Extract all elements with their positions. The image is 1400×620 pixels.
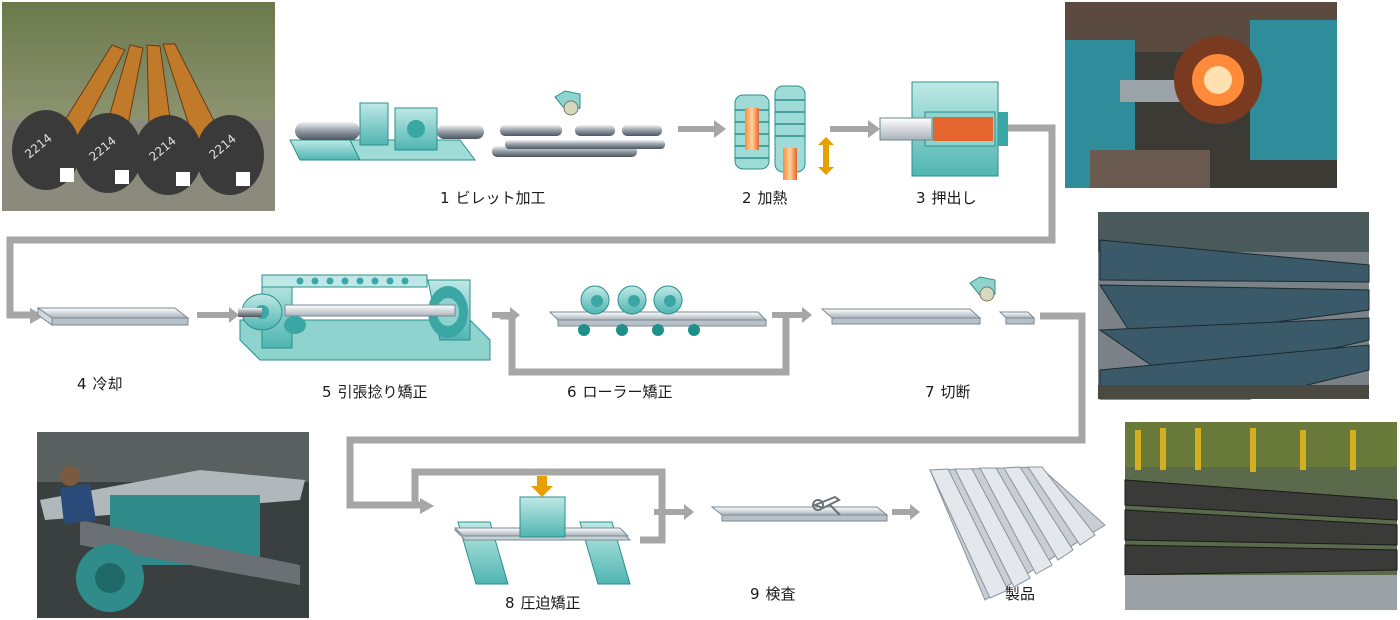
finished-product-photo: [1124, 422, 1398, 610]
heating-illustration: [734, 85, 834, 180]
dash-arrow: [197, 307, 239, 323]
product-illustration: [929, 466, 1106, 601]
inspection-illustration: [710, 495, 889, 522]
down-arrow: [531, 476, 553, 497]
roller-straightener-illustration: [548, 285, 768, 336]
dash-arrow: [678, 120, 726, 138]
dash-arrow: [772, 307, 812, 323]
dash-arrows: [30, 120, 920, 520]
flow-line-row2-to-row3: [346, 312, 1086, 509]
arrowhead: [30, 308, 44, 324]
dash-arrow: [830, 120, 880, 138]
dash-arrow: [892, 504, 920, 520]
up-down-arrow: [818, 137, 834, 175]
press-straightener-illustration: [453, 476, 632, 585]
tension-straightener-illustration: [238, 274, 491, 361]
billet-machining-illustration: [289, 90, 665, 161]
extrusion-press-photo: [1065, 2, 1337, 188]
rail-bed-photo: [1098, 212, 1370, 400]
arrowhead: [420, 498, 434, 514]
dash-arrow: [492, 307, 520, 323]
flow-line-row1-to-row2: [6, 124, 1056, 319]
flow-line-press-loop: [411, 468, 666, 544]
operator-photo: [37, 432, 309, 618]
cooling-illustration: [36, 307, 190, 326]
dash-arrow: [654, 504, 694, 520]
billet-photo: 2214 2214 2214 2214: [2, 2, 275, 211]
cutting-illustration: [820, 276, 1036, 325]
extrusion-illustration: [879, 81, 1008, 177]
product-label: 製品: [1005, 585, 1036, 603]
